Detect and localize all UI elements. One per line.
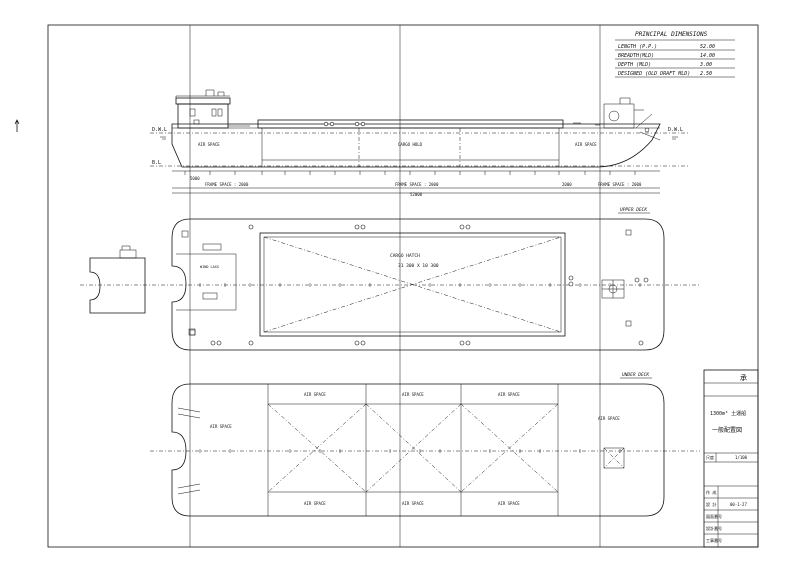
deckhouse-window — [189, 108, 196, 117]
scale-value: 1/100 — [735, 455, 748, 460]
title-row: 図面番号 — [706, 513, 722, 519]
drawing-border — [47, 24, 759, 548]
lower-space-label: AIR SPACE — [598, 416, 620, 421]
bl-label: B.L — [152, 160, 161, 166]
stern-detail — [89, 245, 146, 314]
windlass-drum — [608, 110, 620, 122]
lower-deck-outline — [171, 383, 665, 517]
upper-deck-label: UPPER DECK — [620, 207, 647, 213]
margin-arrow-mark — [14, 119, 20, 132]
drawing-title: 一般配置図 — [712, 426, 742, 434]
lower-space-label: AIR SPACE — [402, 501, 424, 506]
deckhouse-room-label: WIND LASS — [200, 265, 219, 269]
principal-dimensions: PRINCIPAL DIMENSIONS LENGTH (P.P.) 52.00… — [615, 31, 735, 78]
dimension-value-breadth: 14.00 — [700, 53, 715, 59]
hatch-diagonal — [263, 236, 562, 333]
hull-outline — [171, 123, 661, 168]
lower-space-label: AIR SPACE — [498, 501, 520, 506]
dimension-value-length: 52.00 — [700, 44, 715, 50]
title-mark: 承 — [740, 373, 747, 382]
dwl-label-left: D.W.L — [152, 127, 167, 133]
dimension-value-draft: 2.50 — [700, 71, 712, 77]
lower-space-label: AIR SPACE — [210, 424, 232, 429]
upper-deck-plan: UPPER DECK CARGO HATCH 31 300 X 10 300 W… — [80, 207, 700, 351]
dwl-label-right: D.W.L — [668, 127, 683, 133]
drawing-date: 00-1-27 — [730, 502, 747, 507]
title-row: 設 計 — [706, 501, 716, 507]
lower-deck-plan: UNDER DECK AIR SPACE AIR SPACE AIR SPACE… — [150, 372, 700, 517]
dimension-label-depth: DEPTH (MLD) — [617, 62, 651, 68]
hatch-dimensions: 31 300 X 10 300 — [398, 263, 439, 269]
dimension-label-draft: DESIGNED (OLD DRAFT MLD) — [617, 71, 690, 77]
title-row: 設計番号 — [706, 525, 722, 531]
lower-space-label: AIR SPACE — [304, 501, 326, 506]
bow-windlass — [603, 103, 635, 129]
lower-deck-bracing — [267, 403, 559, 493]
overall-length-dim: 52000 — [410, 192, 423, 197]
upper-deck-outline — [171, 218, 665, 351]
dimension-label-length: LENGTH (P.P.) — [618, 44, 657, 50]
stern-detail-outline — [89, 257, 146, 314]
lower-space-label: AIR SPACE — [402, 392, 424, 397]
frame-space-aft: FRAME SPACE : 2000 — [205, 182, 249, 187]
title-row: 工事番号 — [706, 537, 722, 543]
dimension-aft: 5000 — [190, 176, 200, 181]
profile-space-fore: AIR SPACE — [575, 142, 597, 147]
frame-space-fore: FRAME SPACE : 2000 — [598, 182, 642, 187]
frame-space-cargo: FRAME SPACE : 2000 — [395, 182, 439, 187]
title-block: 承 1300m³ 土運船 一般配置図 尺度 1/100 作 成 設 計 図面番号… — [703, 369, 759, 548]
dimensions-title: PRINCIPAL DIMENSIONS — [635, 31, 708, 38]
profile-space-aft: AIR SPACE — [198, 142, 220, 147]
dimension-value-depth: 3.00 — [699, 62, 712, 68]
title-row: 作 成 — [706, 489, 716, 495]
lower-space-label: AIR SPACE — [304, 392, 326, 397]
deckhouse-plan — [176, 253, 237, 311]
hatch-title: CARGO HATCH — [390, 253, 420, 259]
profile-view: D.W.L D.W.L B.L AIR SPACE CARGO HOLD AIR… — [150, 89, 690, 197]
ship-name: 1300m³ 土運船 — [710, 410, 746, 417]
scale-label: 尺度 — [706, 454, 714, 460]
bow-trunk — [603, 447, 625, 469]
dimension-label-breadth: BREADTH(MLD) — [618, 53, 654, 59]
lower-space-label: AIR SPACE — [498, 392, 520, 397]
dimension-fore: 2000 — [562, 182, 572, 187]
lower-deck-label: UNDER DECK — [622, 372, 649, 378]
cargo-hatch — [259, 232, 566, 337]
profile-space-cargo: CARGO HOLD — [398, 142, 423, 147]
hatch-coaming — [257, 119, 564, 129]
